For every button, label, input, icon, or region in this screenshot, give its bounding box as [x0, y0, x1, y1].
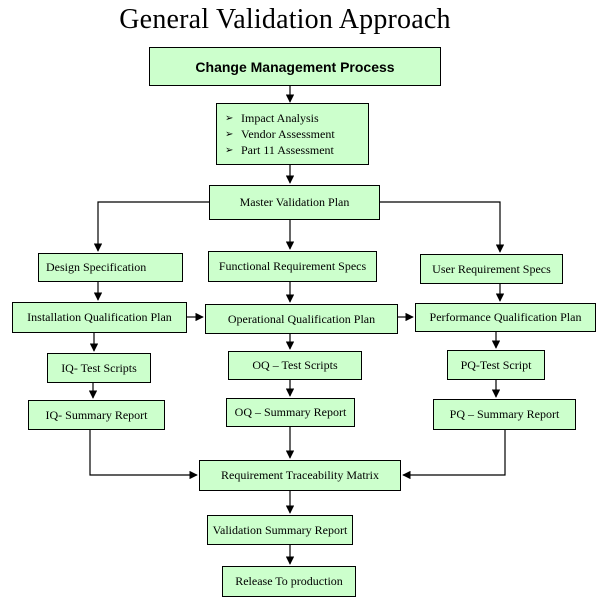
pq-summary-report-box: PQ – Summary Report [433, 399, 576, 430]
assessments-box: ➢ Impact Analysis ➢ Vendor Assessment ➢ … [216, 103, 369, 165]
oq-summary-report-box: OQ – Summary Report [226, 398, 355, 427]
requirement-traceability-matrix-box: Requirement Traceability Matrix [199, 460, 401, 491]
change-management-box: Change Management Process [149, 47, 441, 86]
arrow-iqreport-to-rtm [89, 430, 198, 480]
iq-summary-report-box: IQ- Summary Report [28, 400, 165, 430]
assessment-item: ➢ Vendor Assessment [225, 127, 335, 142]
assessment-item: ➢ Impact Analysis [225, 111, 319, 126]
iq-test-scripts-box: IQ- Test Scripts [47, 353, 151, 383]
validation-summary-report-box: Validation Summary Report [207, 515, 353, 545]
release-to-production-box: Release To production [222, 566, 356, 597]
arrow-mvp-to-user [380, 201, 505, 253]
operational-qualification-plan-box: Operational Qualification Plan [205, 304, 398, 334]
arrow-bullet-icon: ➢ [225, 144, 234, 156]
installation-qualification-plan-box: Installation Qualification Plan [12, 302, 187, 333]
assessment-item-label: Part 11 Assessment [241, 142, 334, 157]
arrow-pqreport-to-rtm [402, 430, 506, 480]
functional-requirement-specs-box: Functional Requirement Specs [208, 251, 377, 282]
assessment-item-label: Impact Analysis [241, 110, 319, 125]
arrow-bullet-icon: ➢ [225, 128, 234, 140]
arrow-mvp-to-design [93, 201, 209, 252]
diagram-title: General Validation Approach [119, 4, 451, 35]
assessment-item-label: Vendor Assessment [241, 126, 335, 141]
user-requirement-specs-box: User Requirement Specs [420, 254, 563, 284]
assessment-item: ➢ Part 11 Assessment [225, 143, 334, 158]
design-specification-box: Design Specification [38, 253, 183, 282]
master-validation-plan-box: Master Validation Plan [209, 185, 380, 220]
arrow-bullet-icon: ➢ [225, 112, 234, 124]
pq-test-script-box: PQ-Test Script [447, 350, 545, 380]
oq-test-scripts-box: OQ – Test Scripts [228, 351, 362, 380]
performance-qualification-plan-box: Performance Qualification Plan [415, 303, 596, 332]
